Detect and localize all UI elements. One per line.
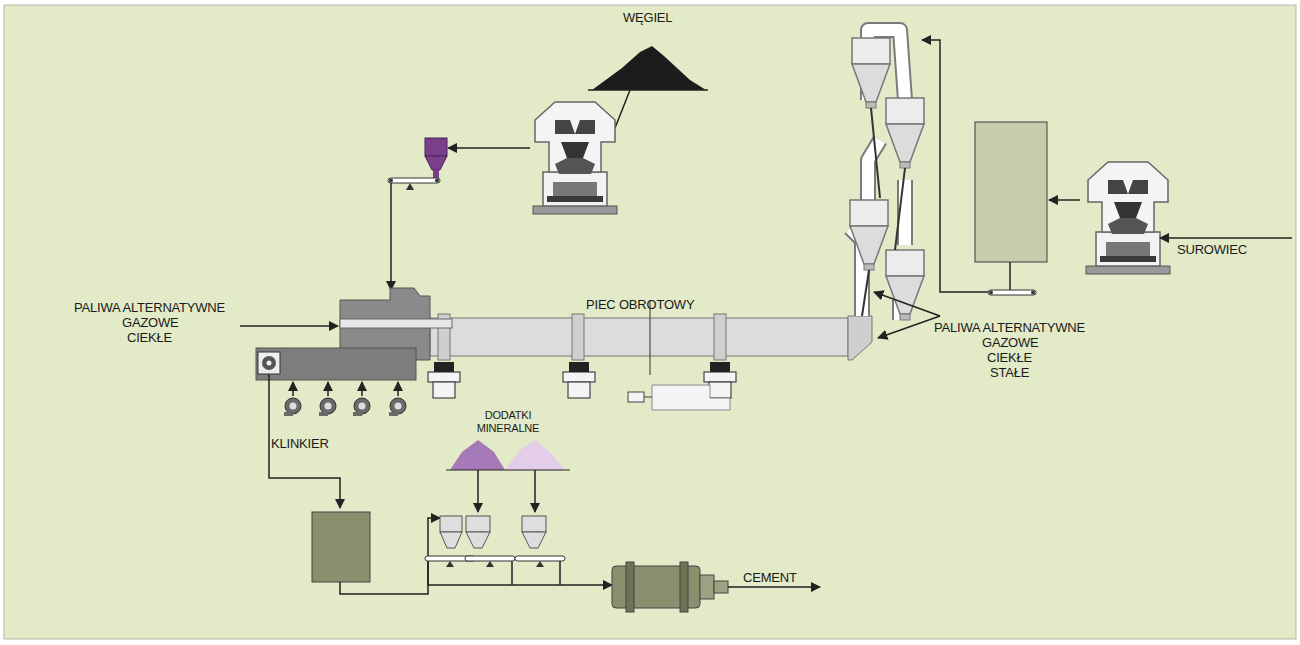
fuel-heading: PALIWA ALTERNATYWNE: [934, 320, 1085, 335]
fuel-type: GAZOWE: [122, 315, 179, 330]
fuel-type: CIEKŁE: [127, 330, 172, 345]
fuel-type: CIEKŁE: [987, 350, 1032, 365]
coal-label: WĘGIEL: [623, 10, 672, 25]
raw-material-label: SUROWIEC: [1177, 242, 1247, 257]
clinker-label: KLINKIER: [271, 436, 329, 451]
fuel-heading: PALIWA ALTERNATYWNE: [74, 300, 225, 315]
fuel-type: GAZOWE: [982, 335, 1039, 350]
additives-label: DODATKI MINERALNE: [466, 409, 550, 435]
fuel-type: STAŁE: [990, 365, 1029, 380]
kiln-label: PIEC OBROTOWY: [586, 297, 694, 312]
cement-label: CEMENT: [743, 570, 797, 585]
